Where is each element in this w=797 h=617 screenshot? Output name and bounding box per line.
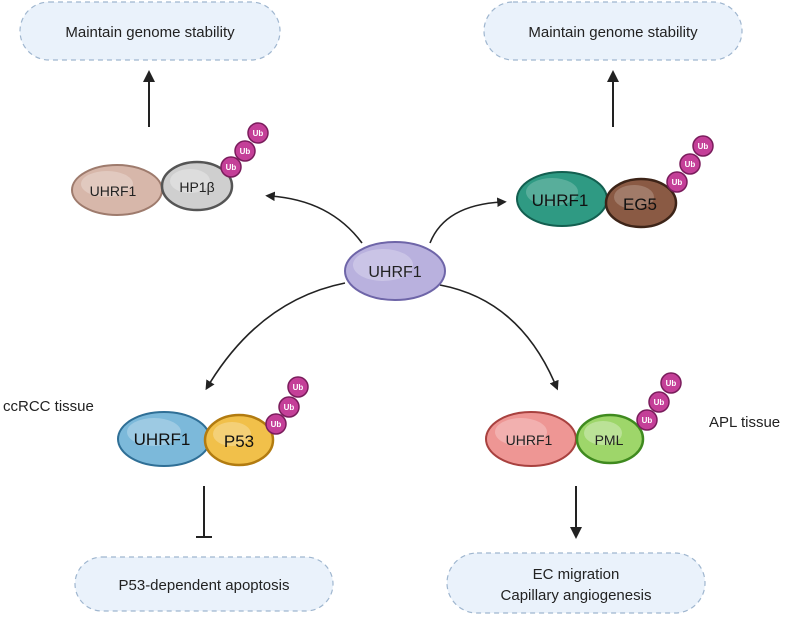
complex-uhrf1-pml: UHRF1 PML: [485, 411, 645, 467]
p53-uhrf1-label: UHRF1: [134, 430, 191, 449]
complex-uhrf1-p53: UHRF1 P53: [117, 411, 275, 467]
ub-label: Ub: [654, 398, 665, 407]
ub-chain-hp1b: Ub Ub Ub: [220, 122, 269, 178]
arrow-center-to-pml: [439, 284, 559, 391]
eg5-uhrf1-label: UHRF1: [532, 191, 589, 210]
pml-uhrf1-label: UHRF1: [506, 432, 553, 448]
hp1b-uhrf1-label: UHRF1: [90, 183, 137, 199]
ub-chain-p53: Ub Ub Ub: [265, 376, 309, 435]
outcome-box-top-left: Maintain genome stability: [19, 1, 281, 61]
ub-label: Ub: [253, 129, 264, 138]
ub-label: Ub: [240, 147, 251, 156]
ub-label: Ub: [672, 178, 683, 187]
ub-label: Ub: [685, 160, 696, 169]
arrow-center-to-hp1b: [265, 191, 363, 244]
ub-label: Ub: [666, 379, 677, 388]
center-uhrf1: UHRF1: [344, 241, 446, 301]
outcome-box-bottom-right: EC migration Capillary angiogenesis: [446, 552, 706, 614]
hp1b-partner-label: HP1β: [179, 179, 214, 195]
ub-label: Ub: [271, 420, 282, 429]
outcome-bottom-right-line1: EC migration: [533, 566, 620, 583]
tissue-label-right: APL tissue: [709, 414, 780, 431]
outcome-box-top-right: Maintain genome stability: [483, 1, 743, 61]
ub-chain-pml: Ub Ub Ub: [636, 372, 682, 431]
complex-uhrf1-hp1b: UHRF1 HP1β: [71, 160, 234, 216]
complex-uhrf1-eg5: UHRF1 EG5: [516, 171, 678, 229]
p53-partner-label: P53: [224, 432, 254, 451]
outcome-box-bottom-left: P53-dependent apoptosis: [74, 556, 334, 612]
inhibition-p53-apoptosis: [196, 486, 212, 538]
eg5-partner-label: EG5: [623, 195, 657, 214]
center-uhrf1-label: UHRF1: [368, 264, 421, 281]
ub-label: Ub: [293, 383, 304, 392]
arrow-center-to-p53: [205, 282, 346, 391]
outcome-top-right-text: Maintain genome stability: [528, 24, 698, 41]
ub-chain-eg5: Ub Ub Ub: [666, 135, 714, 193]
ub-label: Ub: [642, 416, 653, 425]
outcome-bottom-right-line2: Capillary angiogenesis: [501, 587, 652, 604]
tissue-label-left: ccRCC tissue: [3, 398, 94, 415]
pml-partner-label: PML: [595, 432, 624, 448]
outcome-top-left-text: Maintain genome stability: [65, 24, 235, 41]
outcome-bottom-left-text: P53-dependent apoptosis: [119, 577, 290, 594]
arrow-center-to-eg5: [429, 197, 507, 244]
ub-label: Ub: [226, 163, 237, 172]
ub-label: Ub: [284, 403, 295, 412]
ub-label: Ub: [698, 142, 709, 151]
